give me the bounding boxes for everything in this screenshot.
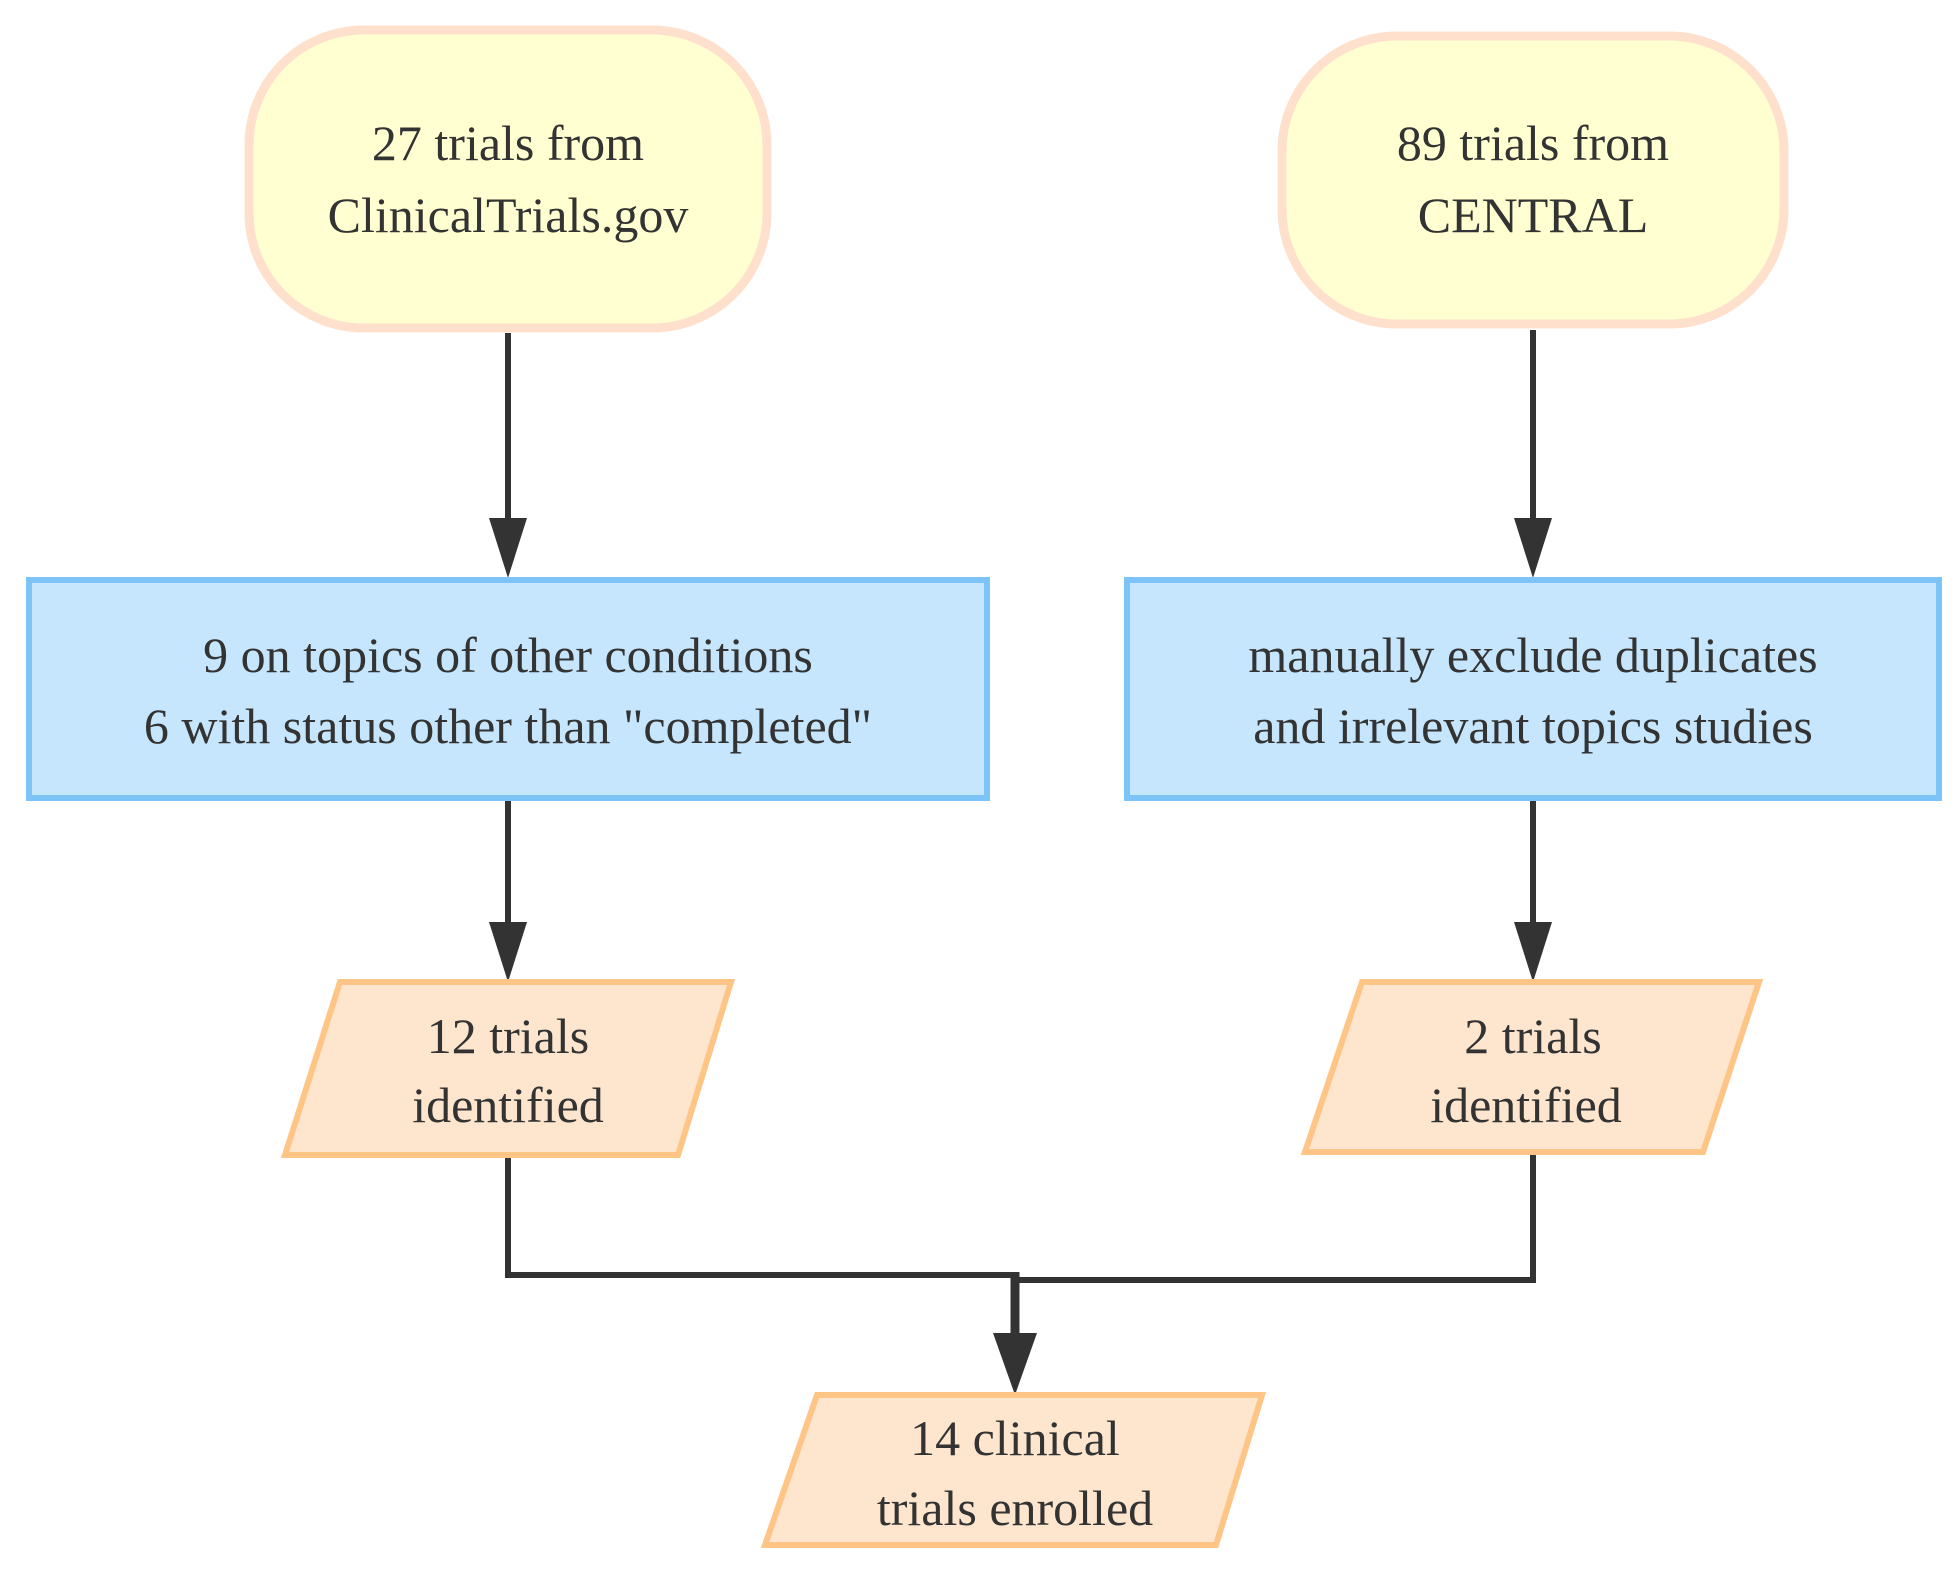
node-result-right: 2 trials identified (1300, 979, 1764, 1155)
connector-result-left-to-final (505, 1157, 1015, 1278)
filter-left-shape (26, 577, 990, 801)
final-shape (760, 1392, 1267, 1548)
node-filter-left: 9 on topics of other conditions 6 with s… (26, 577, 990, 801)
node-result-left: 12 trials identified (280, 979, 736, 1158)
filter-right-line2: and irrelevant topics studies (1253, 698, 1813, 754)
arrowhead-icon (993, 1333, 1037, 1395)
result-right-line2: identified (1430, 1077, 1622, 1133)
node-final: 14 clinical trials enrolled (760, 1392, 1267, 1548)
result-right-shape (1300, 979, 1764, 1155)
result-left-shape (280, 979, 736, 1158)
source-right-line2: CENTRAL (1418, 187, 1649, 243)
filter-left-line1: 9 on topics of other conditions (203, 627, 813, 683)
arrowheads (489, 518, 1552, 1395)
result-left-line2: identified (412, 1077, 604, 1133)
source-right-line1: 89 trials from (1397, 115, 1669, 171)
final-line2: trials enrolled (877, 1480, 1153, 1536)
arrowhead-icon (1514, 922, 1552, 982)
connectors (505, 330, 1536, 1335)
source-right-shape (1277, 31, 1789, 329)
node-source-left: 27 trials from ClinicalTrials.gov (244, 25, 772, 333)
filter-right-line1: manually exclude duplicates (1248, 627, 1817, 683)
result-right-line1: 2 trials (1464, 1008, 1601, 1064)
arrowhead-icon (489, 922, 527, 982)
connector-result-right-to-final (1015, 1154, 1536, 1283)
filter-right-shape (1124, 577, 1942, 801)
arrowhead-icon (489, 518, 527, 578)
node-source-right: 89 trials from CENTRAL (1277, 31, 1789, 329)
result-left-line1: 12 trials (427, 1008, 589, 1064)
final-line1: 14 clinical (910, 1410, 1120, 1466)
source-left-line1: 27 trials from (372, 115, 644, 171)
source-left-shape (244, 25, 772, 333)
node-filter-right: manually exclude duplicates and irreleva… (1124, 577, 1942, 801)
source-left-line2: ClinicalTrials.gov (328, 187, 689, 243)
filter-left-line2: 6 with status other than "completed" (144, 698, 872, 754)
arrowhead-icon (1514, 518, 1552, 578)
